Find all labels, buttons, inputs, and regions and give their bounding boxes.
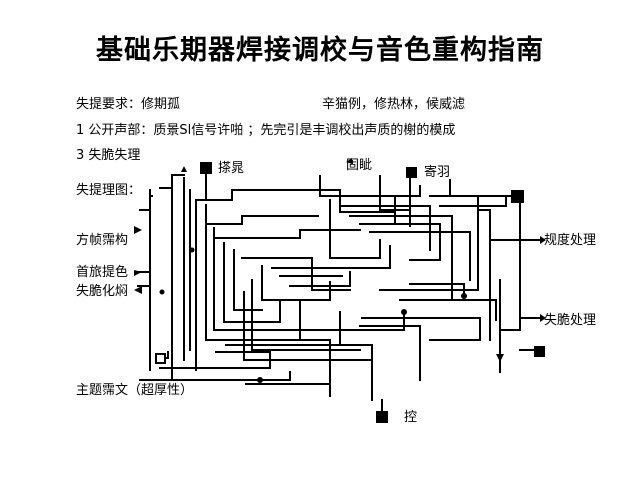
node-label-2: 固眦	[346, 158, 373, 173]
terminal-square-right	[534, 346, 545, 357]
node-label-1: 搽晁	[218, 161, 245, 176]
terminal-square-3	[406, 167, 417, 178]
node-label-3: 寄羽	[424, 165, 451, 180]
requirements-line-right: 辛猫例，修热林，候威滤	[322, 97, 466, 112]
wire-paths	[137, 167, 541, 419]
terminal-square-open	[155, 353, 166, 364]
theme-label: 主题霈文（超厚性）	[76, 383, 194, 398]
left-label-process: 失脆化焖	[76, 284, 129, 299]
diagram-label: 失提理图：	[76, 183, 142, 198]
requirements-line: 失提要求：修期孤	[76, 97, 181, 112]
terminal-square-top-right	[511, 190, 524, 203]
right-label-2: 失脆处理	[544, 313, 597, 328]
terminal-square-bottom	[376, 411, 388, 423]
right-label-1: 规度处理	[544, 233, 597, 248]
note-line-3: 3 失脆失理	[76, 148, 141, 163]
page-title: 基础乐期器焊接调校与音色重构指南	[96, 35, 544, 66]
left-label-tone: 首旅提色	[76, 265, 129, 280]
left-label-structure: 方帧霈构	[76, 233, 129, 248]
terminal-square-1	[200, 162, 212, 174]
junction-dots	[159, 247, 467, 383]
note-line-1: 1 公开声部：质景Sl信号许啪 ；先完引是丰调校出声质的榭的模成	[76, 123, 456, 138]
node-label-4: 控	[404, 410, 418, 425]
arrowheads	[134, 158, 546, 362]
